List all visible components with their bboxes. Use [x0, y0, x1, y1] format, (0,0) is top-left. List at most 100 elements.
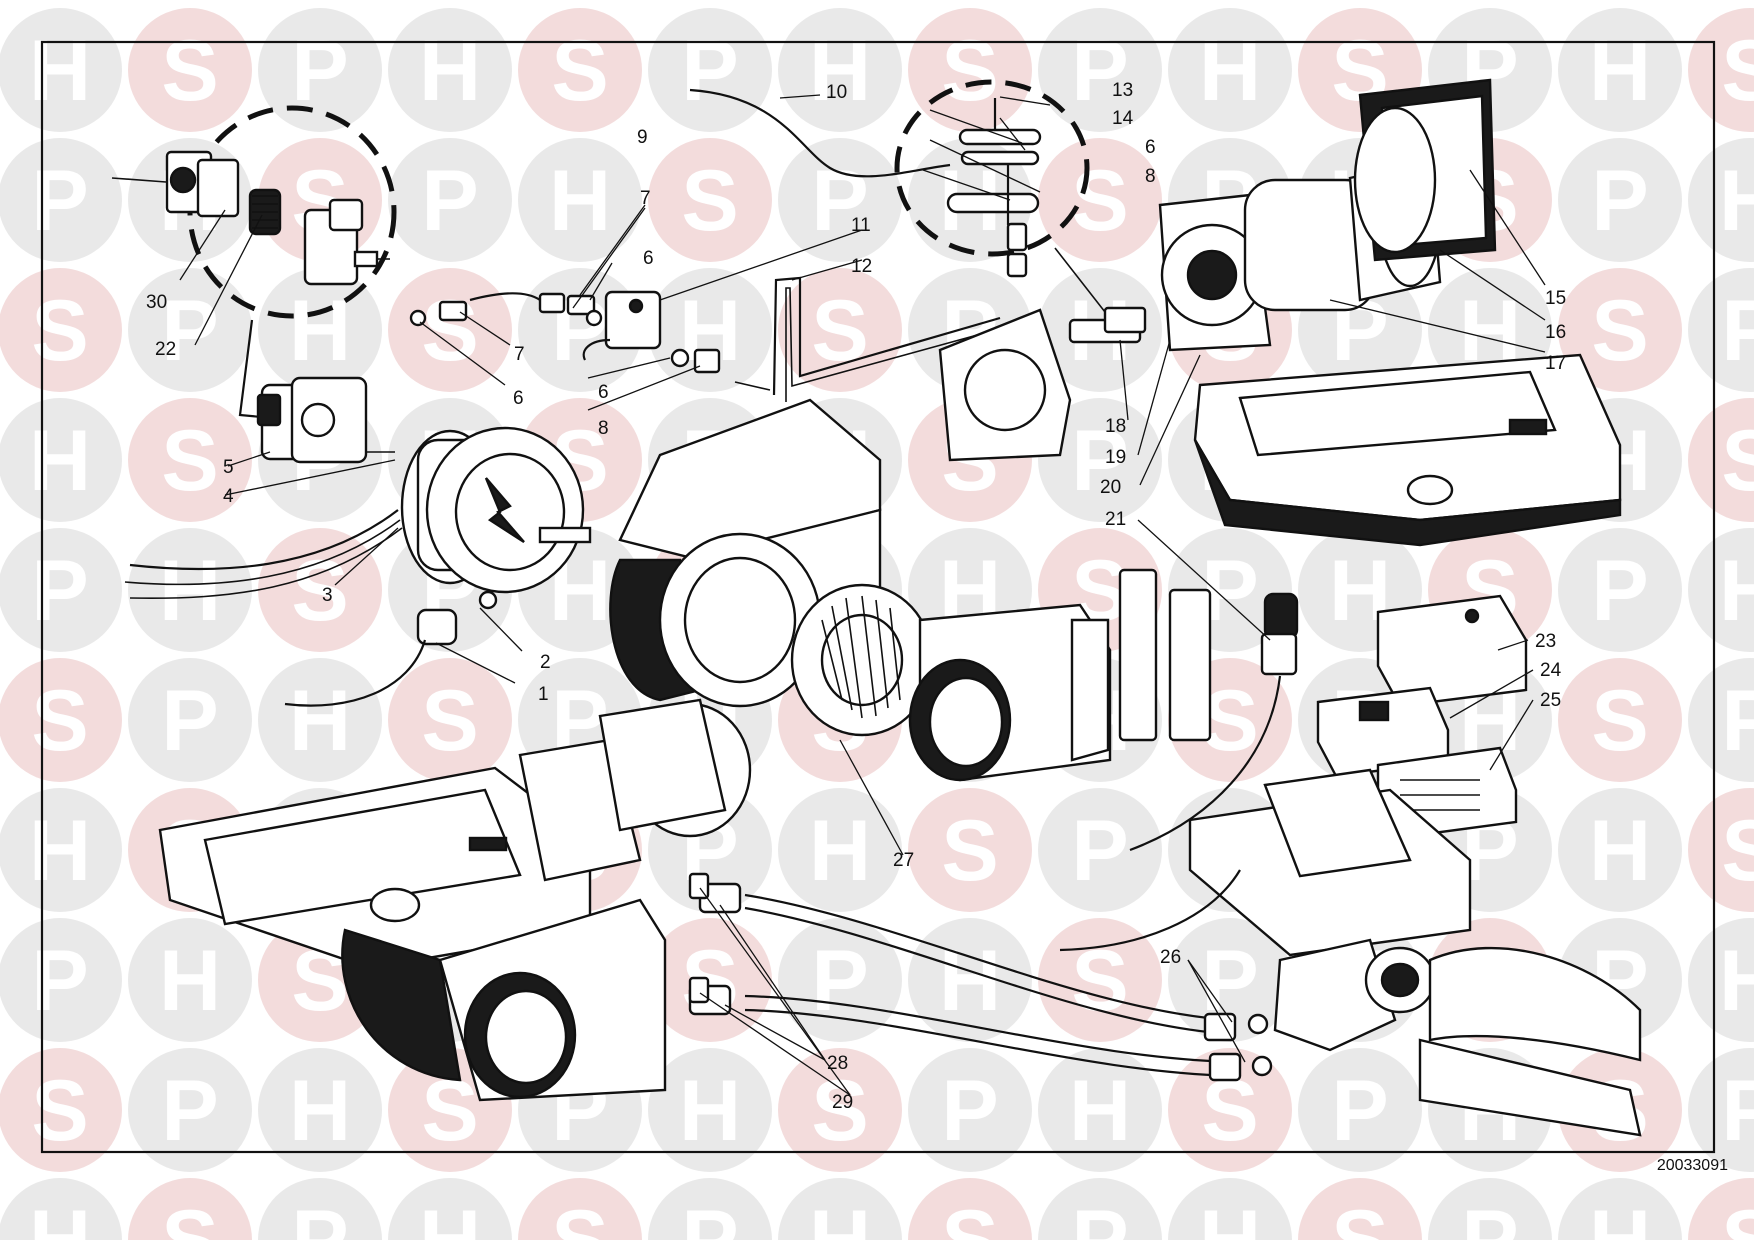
watermark-circle: [648, 138, 772, 262]
watermark-letter: S: [421, 673, 478, 769]
watermark-letter: S: [161, 23, 218, 119]
watermark-circle: [388, 138, 512, 262]
control-box-cover: [1376, 594, 1528, 708]
watermark-circle: [518, 8, 642, 132]
callout-8: 8: [598, 418, 609, 439]
watermark-circle: [518, 138, 642, 262]
watermark-letter: H: [29, 803, 91, 899]
watermark-letter: S: [811, 283, 868, 379]
watermark-letter: S: [31, 673, 88, 769]
watermark-circle: [388, 1178, 512, 1240]
watermark-circle: [648, 1178, 772, 1240]
watermark-circle: [648, 1048, 772, 1172]
callout-7b: 7: [640, 188, 651, 209]
watermark-circle: [128, 1178, 252, 1240]
watermark-circle: [778, 1178, 902, 1240]
watermark-circle: [0, 1178, 122, 1240]
watermark-circle: [1688, 788, 1754, 912]
callout-6: 6: [513, 388, 524, 409]
watermark-letter: P: [1071, 1193, 1128, 1240]
watermark-circle: [1038, 8, 1162, 132]
watermark-letter: S: [1721, 413, 1754, 509]
watermark-letter: H: [1069, 1063, 1131, 1159]
watermark-letter: H: [289, 283, 351, 379]
watermark-letter: P: [161, 673, 218, 769]
ignition-electrodes: [946, 98, 1106, 313]
watermark-circle: [648, 918, 772, 1042]
watermark-letter: S: [551, 23, 608, 119]
watermark-letter: S: [161, 413, 218, 509]
watermark-letter: S: [421, 283, 478, 379]
watermark-circle: [778, 8, 902, 132]
watermark-circle: [778, 788, 902, 912]
callout-28: 28: [827, 1053, 848, 1074]
watermark-letter: H: [29, 413, 91, 509]
watermark-circle: [778, 138, 902, 262]
watermark-circle: [0, 268, 122, 392]
watermark-letter: H: [1199, 23, 1261, 119]
watermark-letter: P: [811, 153, 868, 249]
watermark-circle: [908, 8, 1032, 132]
callout-26: 26: [1160, 947, 1181, 968]
oil-line-fittings: [409, 292, 603, 327]
air-inlet-housing: [908, 603, 1112, 782]
watermark-circle: [778, 918, 902, 1042]
watermark-letter: P: [421, 153, 478, 249]
watermark-letter: P: [31, 153, 88, 249]
callout-labels: 1 2 3 4 5 6 6 6 6 7 7 8 8 9 10 11 12 13 …: [146, 80, 1566, 1113]
capacitor-cable: [284, 639, 427, 707]
burner-housing: [609, 308, 1072, 708]
watermark-letter: P: [291, 1193, 348, 1240]
watermark-letter: P: [1721, 283, 1754, 379]
motor-cable: [129, 509, 399, 571]
watermark-letter: P: [1591, 543, 1648, 639]
watermark-letter: P: [1071, 413, 1128, 509]
watermark-letter: S: [681, 153, 738, 249]
watermark-circle: [1558, 138, 1682, 262]
watermark-circle: [1298, 1178, 1422, 1240]
watermark-circle: [1038, 1048, 1162, 1172]
callout-29: 29: [832, 1092, 853, 1113]
watermark-circle: [128, 398, 252, 522]
watermark-letter: S: [1591, 673, 1648, 769]
watermark-circle: [778, 268, 902, 392]
watermark-circle: [1558, 528, 1682, 652]
callout-11: 11: [851, 215, 871, 236]
watermark-circle: [0, 528, 122, 652]
watermark-letter: S: [941, 23, 998, 119]
callout-27: 27: [893, 850, 914, 871]
watermark-letter: S: [551, 1193, 608, 1240]
watermark-circle: [0, 8, 122, 132]
watermark-letter: H: [159, 543, 221, 639]
watermark-circle: [258, 8, 382, 132]
watermark-letter: S: [1721, 23, 1754, 119]
watermark-letter: P: [941, 1063, 998, 1159]
pump-detail-assembly: [111, 150, 390, 286]
watermark-circle: [1168, 1048, 1292, 1172]
watermark-letter: S: [1721, 803, 1754, 899]
watermark-letter: P: [1331, 1063, 1388, 1159]
watermark-letter: H: [679, 1063, 741, 1159]
watermark-letter: P: [1591, 153, 1648, 249]
photocell: [1129, 592, 1299, 852]
watermark-circle: [128, 1048, 252, 1172]
watermark-circle: [1688, 398, 1754, 522]
watermark-letter: P: [161, 283, 218, 379]
watermark-letter: H: [159, 933, 221, 1029]
watermark-letter: H: [809, 803, 871, 899]
callout-18: 18: [1105, 416, 1126, 437]
watermark-circle: [1688, 138, 1754, 262]
watermark-letter: S: [941, 1193, 998, 1240]
watermark-letter: H: [1719, 933, 1754, 1029]
watermark-circle: [1558, 1178, 1682, 1240]
watermark-circle: [1558, 658, 1682, 782]
watermark-circle: [908, 788, 1032, 912]
callout-25: 25: [1540, 690, 1561, 711]
assembled-burner: [158, 698, 752, 1102]
ignition-cable: [689, 88, 951, 178]
watermark-letter: H: [809, 23, 871, 119]
callout-4: 4: [223, 486, 234, 507]
watermark-circle: [128, 658, 252, 782]
watermark-circle: [1428, 1178, 1552, 1240]
leader-lines: [179, 94, 1546, 1096]
